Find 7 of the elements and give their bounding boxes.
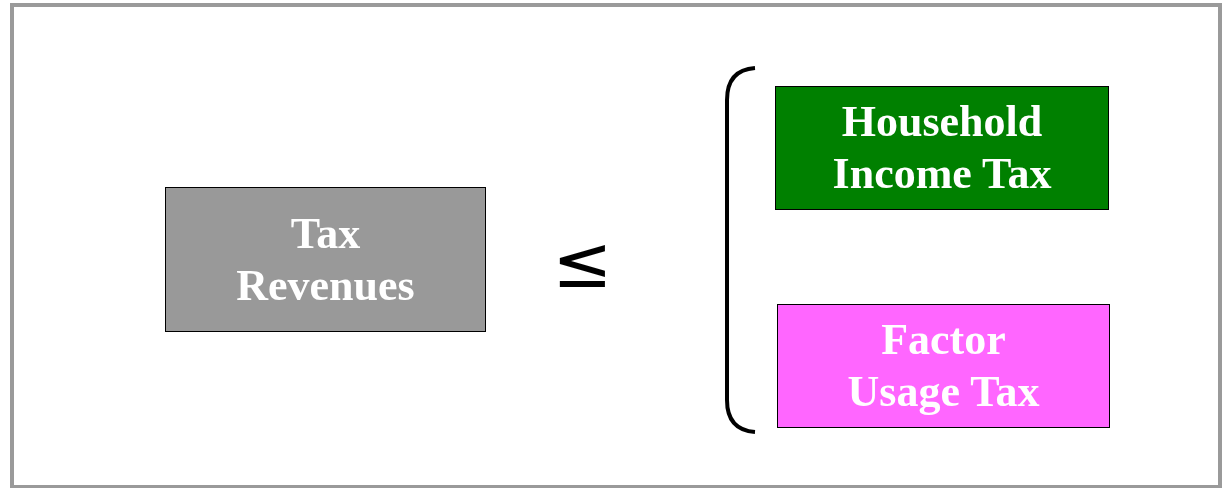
box-label: Household Income Tax (831, 96, 1053, 200)
tax-box (165, 187, 486, 332)
less-or-equal-sign: ≤ (552, 222, 613, 302)
tax-box (777, 304, 1110, 428)
box-label: Tax Revenues (235, 207, 416, 312)
tax-box (775, 86, 1109, 210)
box-label: Factor Usage Tax (846, 314, 1041, 418)
